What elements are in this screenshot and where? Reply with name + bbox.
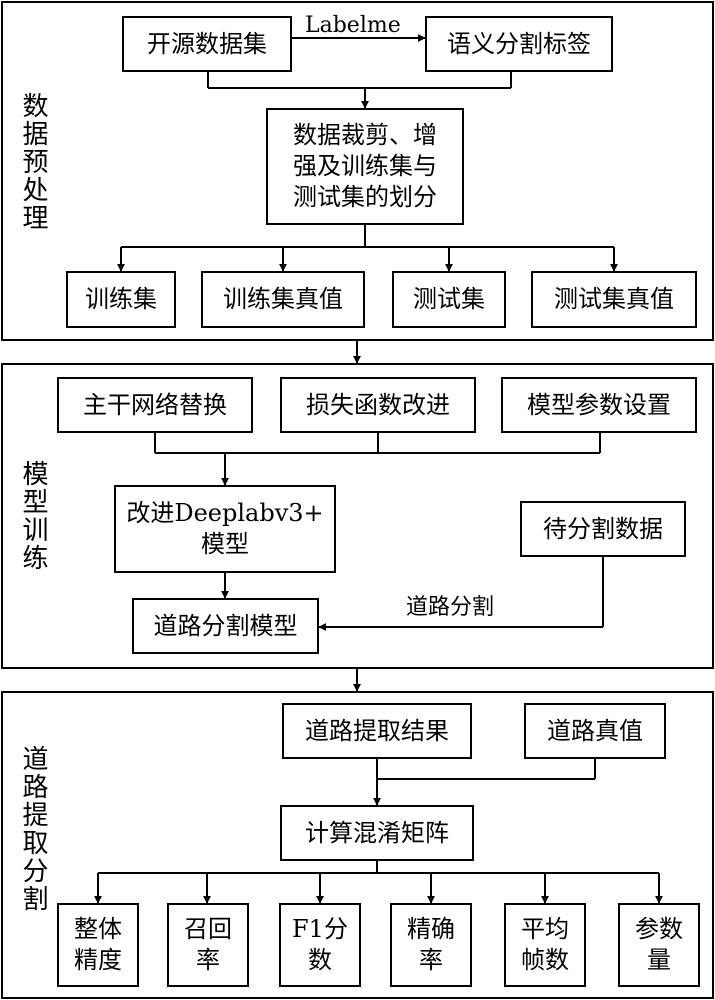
extract-result-box: 道路提取结果 [282, 703, 472, 759]
confusion-matrix-box: 计算混淆矩阵 [280, 805, 474, 861]
f1-score-box: F1分 数 [279, 903, 361, 987]
road-truth-box: 道路真值 [524, 703, 666, 759]
section-training [1, 363, 714, 669]
open-dataset-box: 开源数据集 [122, 16, 292, 72]
overall-accuracy-box: 整体 精度 [57, 903, 139, 987]
recall-box: 召回 率 [167, 903, 249, 987]
section-extraction [1, 691, 714, 999]
precision-box: 精确 率 [390, 903, 472, 987]
avg-fps-box: 平均 帧数 [504, 903, 586, 987]
param-count-box: 参数 量 [618, 903, 700, 987]
test-truth-box: 测试集真值 [531, 271, 697, 328]
backbone-box: 主干网络替换 [57, 377, 253, 433]
to-segment-box: 待分割数据 [520, 501, 686, 557]
improved-model-box: 改进Deeplabv3+ 模型 [114, 485, 336, 573]
road-model-box: 道路分割模型 [132, 598, 319, 654]
section-preprocess [1, 1, 714, 341]
train-truth-box: 训练集真值 [201, 271, 365, 328]
train-set-box: 训练集 [66, 271, 176, 328]
crop-augment-split-box: 数据裁剪、增 强及训练集与 测试集的划分 [266, 108, 464, 225]
loss-improve-box: 损失函数改进 [280, 377, 476, 433]
section-label-extraction: 道路提取分割 [18, 745, 48, 913]
edge-label-labelme: Labelme [305, 13, 401, 38]
edge-label-road-segment: 道路分割 [406, 595, 495, 620]
test-set-box: 测试集 [392, 271, 506, 328]
section-label-training: 模型训练 [18, 460, 48, 572]
section-label-preprocess: 数据预处理 [18, 92, 48, 232]
param-setting-box: 模型参数设置 [501, 377, 697, 433]
semantic-labels-box: 语义分割标签 [425, 16, 613, 72]
